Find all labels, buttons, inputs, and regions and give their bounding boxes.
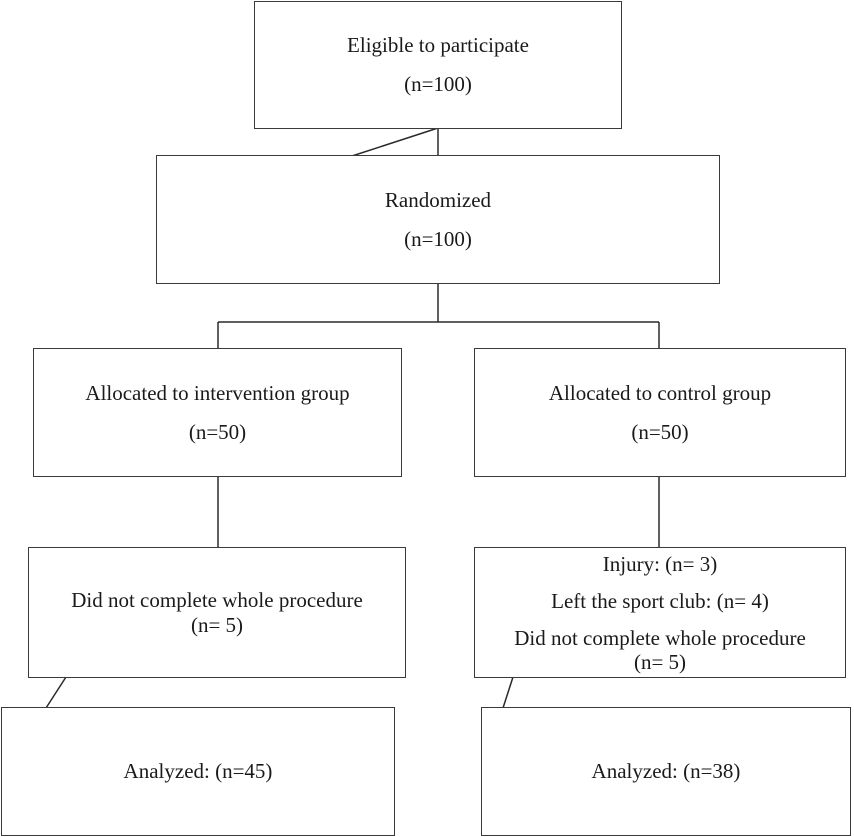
intervention-dropout-box: Did not complete whole procedure (n= 5): [28, 547, 406, 678]
connector-eligible-slant: [351, 127, 439, 157]
control-dropout-left: Left the sport club: (n= 4): [551, 588, 769, 613]
connector-control-analyzed: [502, 676, 514, 709]
control-analyzed-box: Analyzed: (n=38): [481, 707, 851, 836]
intervention-dropout-count: (n= 5): [190, 612, 244, 637]
intervention-analyzed-box: Analyzed: (n=45): [1, 707, 395, 836]
control-analyzed-label: Analyzed: (n=38): [591, 759, 741, 783]
control-dropout-injury: Injury: (n= 3): [602, 552, 718, 576]
control-label: Allocated to control group: [548, 380, 772, 405]
control-count: (n=50): [631, 419, 689, 444]
eligible-count: (n=100): [404, 72, 472, 96]
intervention-box: Allocated to intervention group (n=50): [33, 348, 402, 477]
randomized-box: Randomized (n=100): [156, 155, 720, 284]
eligible-box: Eligible to participate (n=100): [254, 1, 622, 129]
connector-intervention-analyzed: [45, 676, 67, 709]
intervention-analyzed-label: Analyzed: (n=45): [123, 759, 273, 783]
eligible-label: Eligible to participate: [347, 33, 529, 57]
intervention-count: (n=50): [188, 419, 247, 444]
control-dropout-box: Injury: (n= 3) Left the sport club: (n= …: [474, 547, 846, 678]
control-dropout-count: (n= 5): [633, 650, 687, 675]
intervention-dropout-label: Did not complete whole procedure: [71, 587, 363, 612]
control-box: Allocated to control group (n=50): [474, 348, 846, 477]
randomized-label: Randomized: [384, 187, 492, 212]
randomized-count: (n=100): [404, 226, 472, 251]
intervention-label: Allocated to intervention group: [85, 380, 350, 405]
control-dropout-label: Did not complete whole procedure: [514, 625, 806, 650]
